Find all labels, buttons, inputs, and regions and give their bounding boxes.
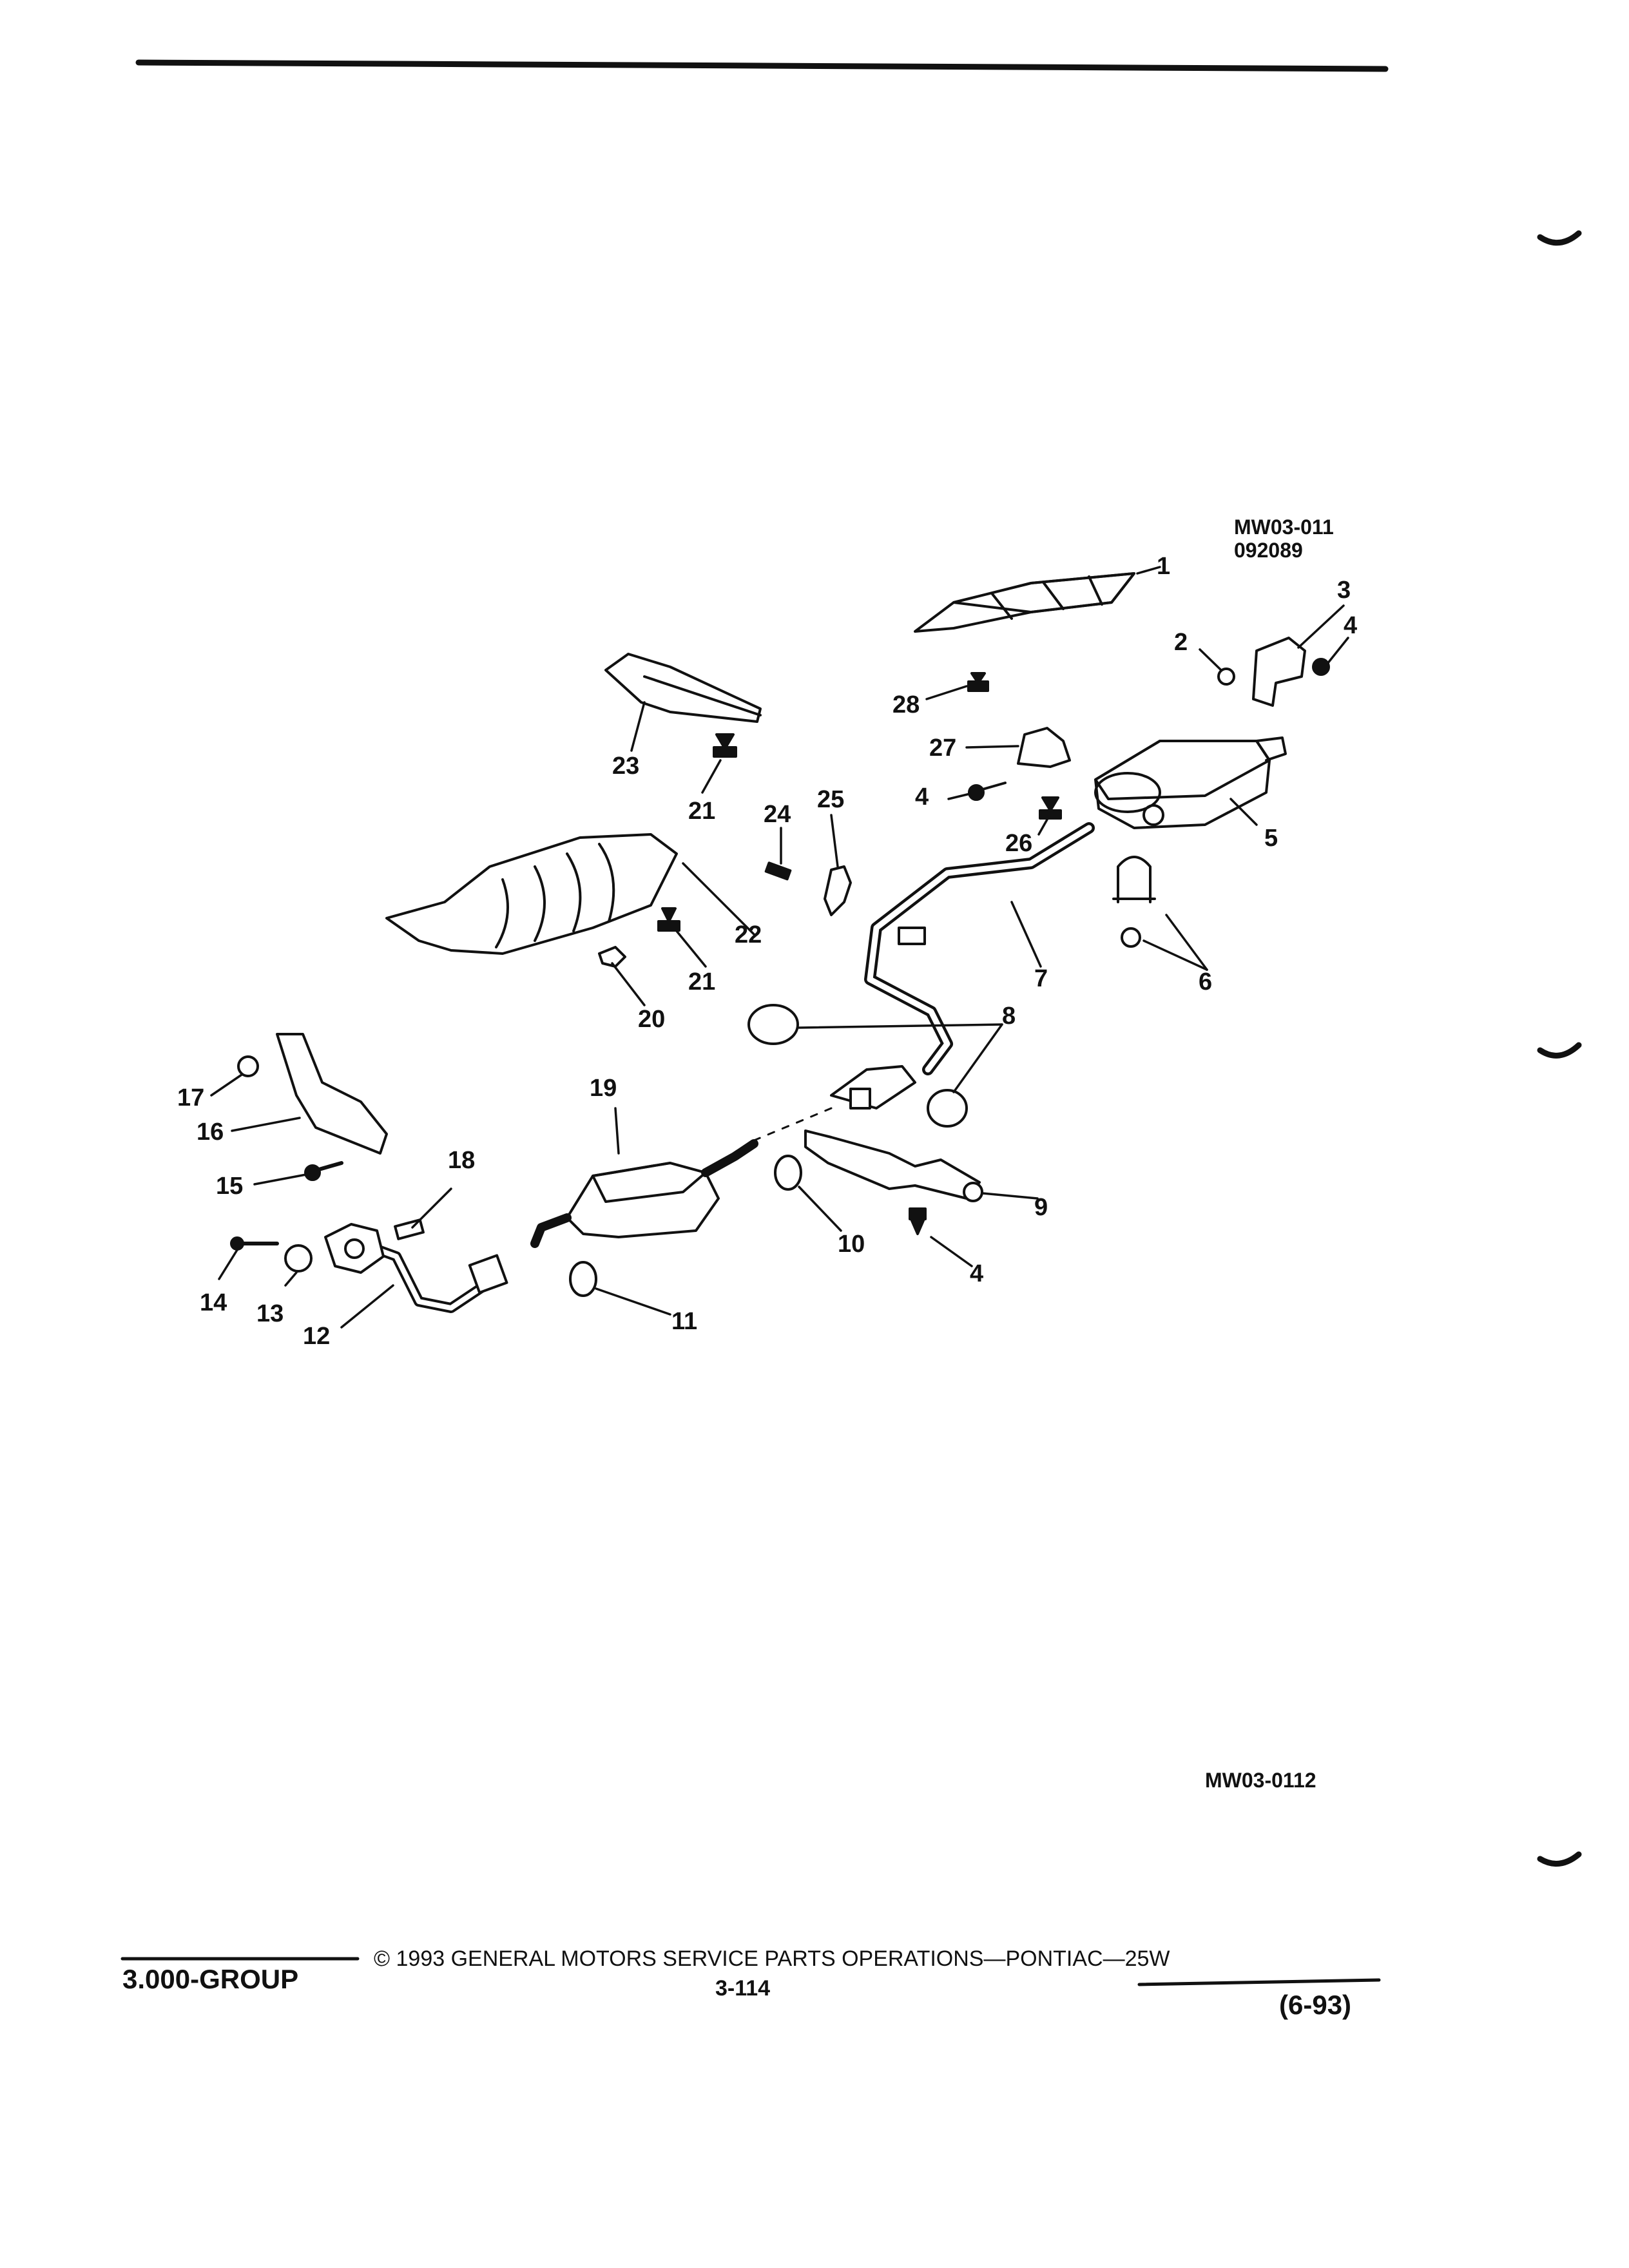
- callout-3: 3: [1337, 577, 1351, 604]
- gasket-8-right: [927, 1089, 968, 1128]
- pipe-hanger-7: [898, 927, 926, 945]
- callout-27: 27: [929, 735, 957, 762]
- ring-hanger-10: [774, 1155, 802, 1191]
- figure-code-top: MW03-011: [1234, 515, 1334, 539]
- nut-2: [1217, 668, 1235, 686]
- footer-rule-right: [1137, 1978, 1381, 1986]
- callout-4-lower: 4: [970, 1260, 984, 1287]
- callout-14: 14: [200, 1289, 227, 1316]
- bracket-27: [1017, 727, 1071, 768]
- fastener-21-lower: [657, 907, 680, 932]
- callout-21-lower: 21: [688, 968, 716, 995]
- hanger-bracket-3: [1252, 637, 1306, 707]
- figure-date-code: 092089: [1234, 539, 1303, 562]
- footer-copyright: © 1993 GENERAL MOTORS SERVICE PARTS OPER…: [374, 1946, 1170, 1971]
- footer-page-number: 3-114: [715, 1976, 771, 2001]
- callout-7: 7: [1034, 965, 1048, 992]
- fastener-28: [967, 672, 989, 692]
- u-bolt-clamp-6: [1112, 856, 1156, 948]
- callout-6: 6: [1199, 968, 1213, 995]
- callout-19: 19: [590, 1075, 617, 1102]
- leader-lines: [210, 566, 1349, 1329]
- nut-20: [598, 946, 626, 968]
- rear-heat-shield: [914, 572, 1135, 633]
- callout-11: 11: [671, 1308, 698, 1335]
- callout-5: 5: [1264, 825, 1278, 852]
- callout-21-upper: 21: [688, 798, 716, 825]
- callout-22: 22: [735, 921, 762, 948]
- bolt-4-lower: [909, 1207, 927, 1235]
- binding-mark-1: [1537, 230, 1582, 246]
- ring-hanger-11: [569, 1261, 597, 1297]
- callout-28: 28: [892, 691, 920, 718]
- callout-4-middle: 4: [915, 783, 929, 811]
- callout-20: 20: [638, 1006, 666, 1033]
- stud-18: [394, 1218, 425, 1240]
- binding-mark-2: [1537, 1042, 1582, 1059]
- callout-10: 10: [838, 1231, 865, 1258]
- nut-17: [237, 1055, 259, 1077]
- callout-15: 15: [216, 1173, 244, 1200]
- callout-2: 2: [1174, 629, 1188, 656]
- callout-17: 17: [177, 1084, 205, 1111]
- pipe-flange: [830, 1065, 916, 1110]
- muffler-5: [1094, 736, 1287, 829]
- fastener-21-upper: [713, 733, 737, 758]
- bolt-4-upper: [1312, 658, 1330, 676]
- bracket-16: [276, 1033, 388, 1155]
- converter-heat-shield-22: [385, 833, 678, 955]
- footer-revision-date: (6-93): [1279, 1990, 1352, 2020]
- bracket-25: [824, 865, 852, 916]
- callout-12: 12: [303, 1323, 331, 1350]
- callout-13: 13: [256, 1300, 284, 1327]
- front-pipe-end-12: [468, 1254, 508, 1294]
- hanger-bracket-9: [804, 1129, 981, 1200]
- callout-25: 25: [817, 786, 845, 813]
- callout-8: 8: [1002, 1003, 1016, 1030]
- front-heat-shield-23: [604, 653, 762, 723]
- intermediate-pipe-7-inner: [867, 825, 1092, 1073]
- callout-23: 23: [612, 753, 640, 780]
- callout-18: 18: [448, 1147, 476, 1174]
- bolt-4-middle: [968, 782, 1007, 801]
- fastener-26: [1039, 796, 1062, 820]
- callout-1: 1: [1157, 553, 1171, 580]
- bolt-14: [230, 1236, 279, 1251]
- binding-mark-3: [1537, 1851, 1582, 1867]
- front-pipe-12-inner: [358, 1241, 492, 1311]
- spring-13: [284, 1244, 313, 1273]
- callout-16: 16: [197, 1119, 224, 1146]
- callout-26: 26: [1005, 830, 1033, 857]
- insulator-9: [963, 1182, 983, 1202]
- footer-group-label: 3.000-GROUP: [122, 1964, 299, 1994]
- bolt-15: [304, 1161, 343, 1181]
- gasket-8-left: [747, 1004, 799, 1045]
- callout-9: 9: [1034, 1194, 1048, 1221]
- bolt-24: [764, 861, 792, 881]
- callout-24: 24: [764, 801, 791, 828]
- callout-4-upper: 4: [1344, 612, 1358, 639]
- front-pipe-flange-12: [324, 1223, 385, 1274]
- top-rule: [135, 59, 1389, 72]
- catalytic-converter-19: [530, 1139, 758, 1248]
- intermediate-pipe-7: [864, 822, 1095, 1075]
- figure-code-bottom: MW03-0112: [1205, 1769, 1316, 1792]
